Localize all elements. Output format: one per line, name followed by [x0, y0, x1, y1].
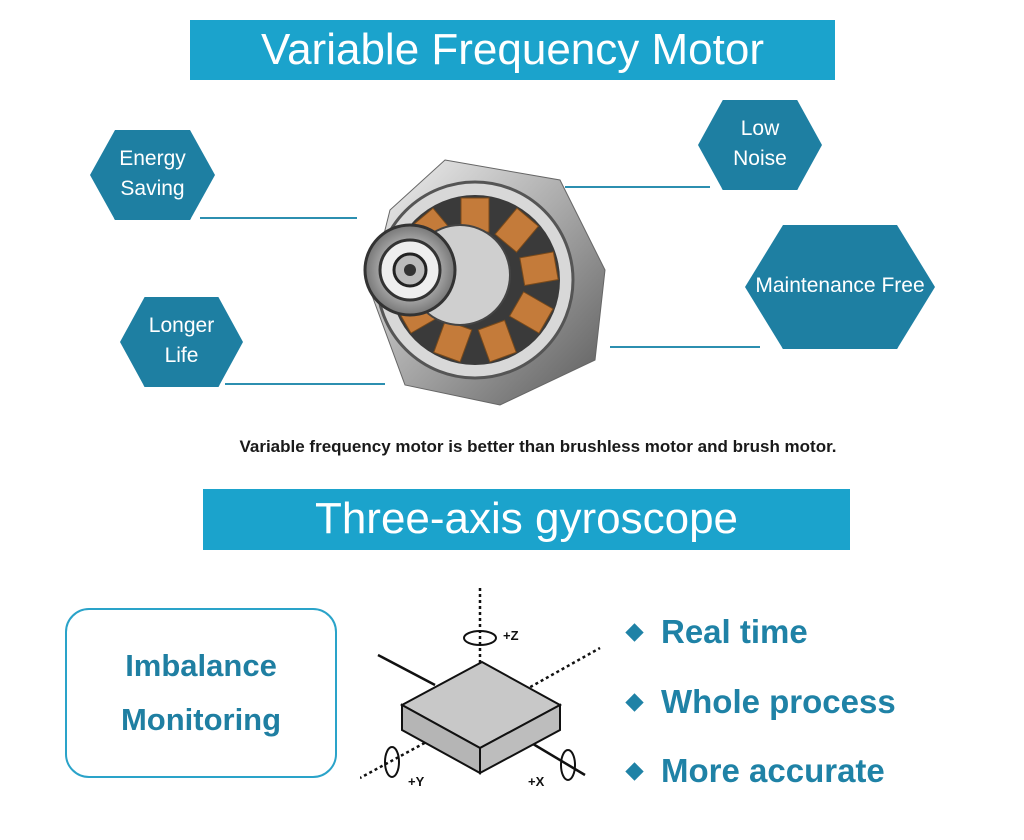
- bullet-text: Real time: [661, 613, 808, 650]
- feature-maintenance-free: Maintenance Free: [745, 225, 935, 349]
- feature-low-noise: Low Noise: [698, 100, 822, 190]
- feature-label: Maintenance Free: [755, 274, 925, 297]
- box-line: Imbalance: [125, 648, 277, 683]
- axis-label-y: +Y: [408, 774, 425, 789]
- motor-title-banner: Variable Frequency Motor: [190, 20, 835, 80]
- gyro-title-banner: Three-axis gyroscope: [203, 489, 850, 550]
- rotation-arrow-icon: [384, 746, 400, 778]
- axis-label-z: +Z: [503, 628, 519, 643]
- motor-image: [363, 159, 606, 406]
- feature-label: Longer Life: [148, 314, 215, 367]
- bullet-text: Whole process: [661, 683, 896, 720]
- bullet-item: More accurate: [625, 752, 885, 790]
- motor-caption: Variable frequency motor is better than …: [239, 437, 837, 456]
- connector-line: [200, 217, 357, 219]
- axis-label-x: +X: [528, 774, 545, 789]
- feature-longer-life: Longer Life: [120, 297, 243, 387]
- diamond-bullet-icon: [625, 622, 644, 642]
- rotation-arrow-icon: [463, 630, 497, 646]
- diamond-bullet-icon: [625, 692, 644, 712]
- imbalance-monitoring-box: Imbalance Monitoring: [65, 608, 337, 778]
- gyroscope-diagram: +Z +Y +X: [360, 588, 601, 789]
- bullet-item: Whole process: [625, 683, 896, 721]
- connector-line: [565, 186, 710, 188]
- connector-line: [610, 346, 760, 348]
- rotation-arrow-icon: [560, 749, 576, 781]
- box-line: Monitoring: [120, 702, 282, 737]
- feature-energy-saving: Energy Saving: [90, 130, 215, 220]
- connector-line: [225, 383, 385, 385]
- diamond-bullet-icon: [625, 761, 644, 781]
- bullet-text: More accurate: [661, 752, 885, 789]
- feature-label: Energy Saving: [119, 147, 186, 200]
- bullet-item: Real time: [625, 613, 808, 651]
- feature-label: Low Noise: [733, 117, 787, 170]
